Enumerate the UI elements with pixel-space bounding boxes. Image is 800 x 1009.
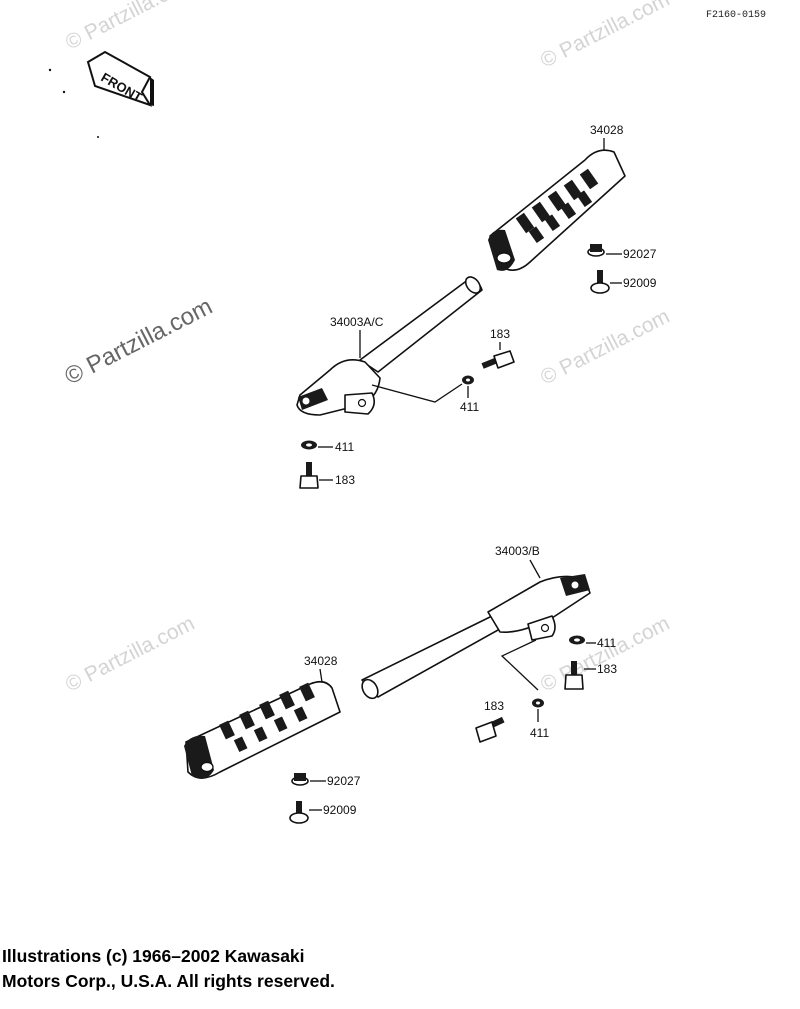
copyright-line: Illustrations (c) 1966–2002 Kawasaki	[2, 946, 305, 966]
diagram-code: F2160-0159	[706, 10, 767, 21]
callout-34003ac: 34003A/C	[330, 315, 384, 329]
watermark: © Partzilla.com	[62, 612, 199, 697]
shaft-end	[464, 276, 482, 294]
watermark: © Partzilla.com	[537, 305, 674, 390]
callout-34028: 34028	[590, 123, 624, 137]
callout-92009: 92009	[623, 276, 657, 290]
bolt-183	[481, 350, 515, 369]
callout-34003b: 34003/B	[495, 544, 540, 558]
callout-411: 411	[597, 636, 616, 650]
watermark: © Partzilla.com	[537, 612, 674, 697]
washer-92027-bottom	[291, 773, 309, 786]
footpeg-rubber-bottom	[184, 680, 341, 779]
callout-92027: 92027	[623, 247, 657, 261]
rubber-bore	[200, 761, 214, 773]
watermark: © Partzilla.com	[60, 293, 216, 390]
rubber-ridges	[515, 168, 599, 244]
callout-411: 411	[530, 726, 549, 740]
bolt-92009-top	[590, 270, 610, 294]
callout-183: 183	[484, 699, 504, 713]
rubber-ridges	[219, 682, 315, 753]
callout-411: 411	[335, 440, 354, 454]
bolt-183	[299, 462, 319, 489]
bolt-92009-bottom	[289, 801, 309, 824]
front-arrow-shadow	[150, 77, 154, 106]
washer-92027-top	[587, 244, 605, 257]
assembly-line	[500, 639, 539, 691]
watermark: © Partzilla.com	[537, 0, 674, 72]
bracket-mount	[298, 388, 328, 410]
leader	[319, 668, 323, 683]
callout-92009: 92009	[323, 803, 357, 817]
front-arrow-shape	[86, 50, 153, 107]
callout-183: 183	[597, 662, 617, 676]
copyright-line: Motors Corp., U.S.A. All rights reserved…	[2, 971, 335, 991]
callout-92027: 92027	[327, 774, 361, 788]
bracket-shaft	[361, 614, 508, 698]
footpeg-bracket-bottom	[361, 574, 591, 700]
speck	[62, 90, 66, 94]
footpeg-rubber-top	[488, 149, 626, 271]
front-arrow: FRONT	[48, 50, 154, 138]
rubber-bore	[496, 252, 512, 264]
speck	[97, 136, 99, 138]
callout-183: 183	[335, 473, 355, 487]
bolt-183	[475, 716, 505, 743]
leader	[529, 559, 541, 579]
watermark: © Partzilla.com	[62, 0, 199, 54]
callout-34028: 34028	[304, 654, 338, 668]
footpeg-bracket-top	[296, 276, 483, 416]
speck	[48, 68, 52, 72]
copyright-notice: Illustrations (c) 1966–2002 Kawasaki Mot…	[2, 944, 562, 994]
callout-411: 411	[460, 400, 479, 414]
bolt-183	[564, 661, 584, 690]
callout-183: 183	[490, 327, 510, 341]
shaft-end	[361, 678, 379, 700]
assembly-line	[371, 383, 463, 403]
